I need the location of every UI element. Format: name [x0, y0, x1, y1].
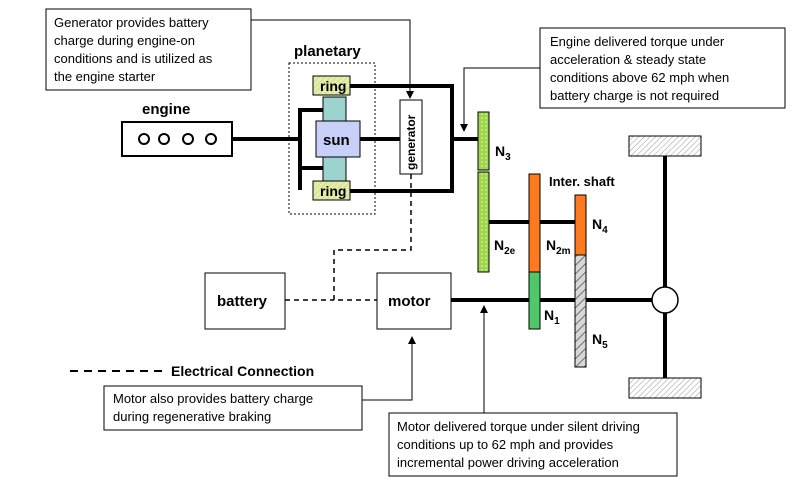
gear-label-n2e: N2e — [494, 237, 516, 257]
generator-motor-connection — [333, 174, 412, 301]
engine-cylinder — [158, 133, 170, 145]
callout-engine-torque: Engine delivered torque under accelerati… — [539, 27, 786, 109]
callout-motor-torque: Motor delivered torque under silent driv… — [388, 412, 678, 477]
gear-label-n1: N1 — [544, 307, 560, 327]
gear-n4 — [574, 194, 587, 256]
gear-n1 — [528, 271, 541, 330]
motor-label: motor — [388, 293, 431, 310]
ring-gear-top: ring — [312, 75, 351, 96]
gear-label-n3: N3 — [495, 143, 511, 163]
callout-motor-torque-text: Motor delivered torque under silent driv… — [397, 419, 643, 470]
leader-lines — [251, 19, 540, 413]
mechanical-shafts — [230, 84, 667, 382]
leader-motor-regen — [362, 336, 416, 401]
electrical-connections — [285, 174, 412, 301]
motor: motor — [376, 272, 452, 330]
gear-label-n4: N4 — [592, 216, 608, 236]
gear-label-n5: N5 — [592, 331, 608, 351]
svg-text:ring: ring — [320, 78, 346, 94]
battery-label: battery — [217, 293, 268, 310]
legend-label: Electrical Connection — [171, 363, 314, 379]
gear-n5 — [574, 254, 587, 368]
differential — [651, 286, 679, 314]
inter-shaft-label: Inter. shaft — [549, 174, 615, 189]
leader-engine-torque — [460, 67, 540, 132]
planet-gear-bottom — [322, 156, 347, 182]
gear-n2m — [528, 173, 541, 273]
engine-cylinder — [205, 133, 217, 145]
callout-generator: Generator provides battery charge during… — [45, 8, 252, 91]
callout-motor-regen: Motor also provides battery charge durin… — [103, 385, 363, 431]
generator: generator — [399, 99, 423, 175]
leader-generator — [251, 19, 414, 99]
planetary-label: planetary — [294, 43, 361, 60]
svg-text:ring: ring — [320, 183, 346, 199]
ring-gear-bottom: ring — [312, 180, 351, 201]
battery: battery — [204, 272, 286, 330]
gear-n3 — [477, 111, 490, 171]
gear-n2e — [477, 171, 490, 273]
wheel-bottom — [628, 377, 702, 399]
callout-motor-regen-text: Motor also provides battery charge durin… — [113, 391, 317, 424]
engine-block — [121, 121, 233, 157]
wheel-top — [628, 135, 702, 157]
callout-generator-text: Generator provides battery charge during… — [54, 15, 216, 84]
planet-gear-top — [322, 96, 347, 122]
sun-gear: sun — [315, 120, 361, 158]
engine-cylinder — [182, 133, 194, 145]
engine-cylinder — [138, 133, 150, 145]
engine-label: engine — [142, 101, 190, 118]
svg-text:sun: sun — [323, 132, 350, 149]
generator-label: generator — [404, 114, 418, 170]
callout-engine-torque-text: Engine delivered torque under accelerati… — [550, 34, 733, 103]
gear-label-n2m: N2m — [546, 237, 571, 257]
